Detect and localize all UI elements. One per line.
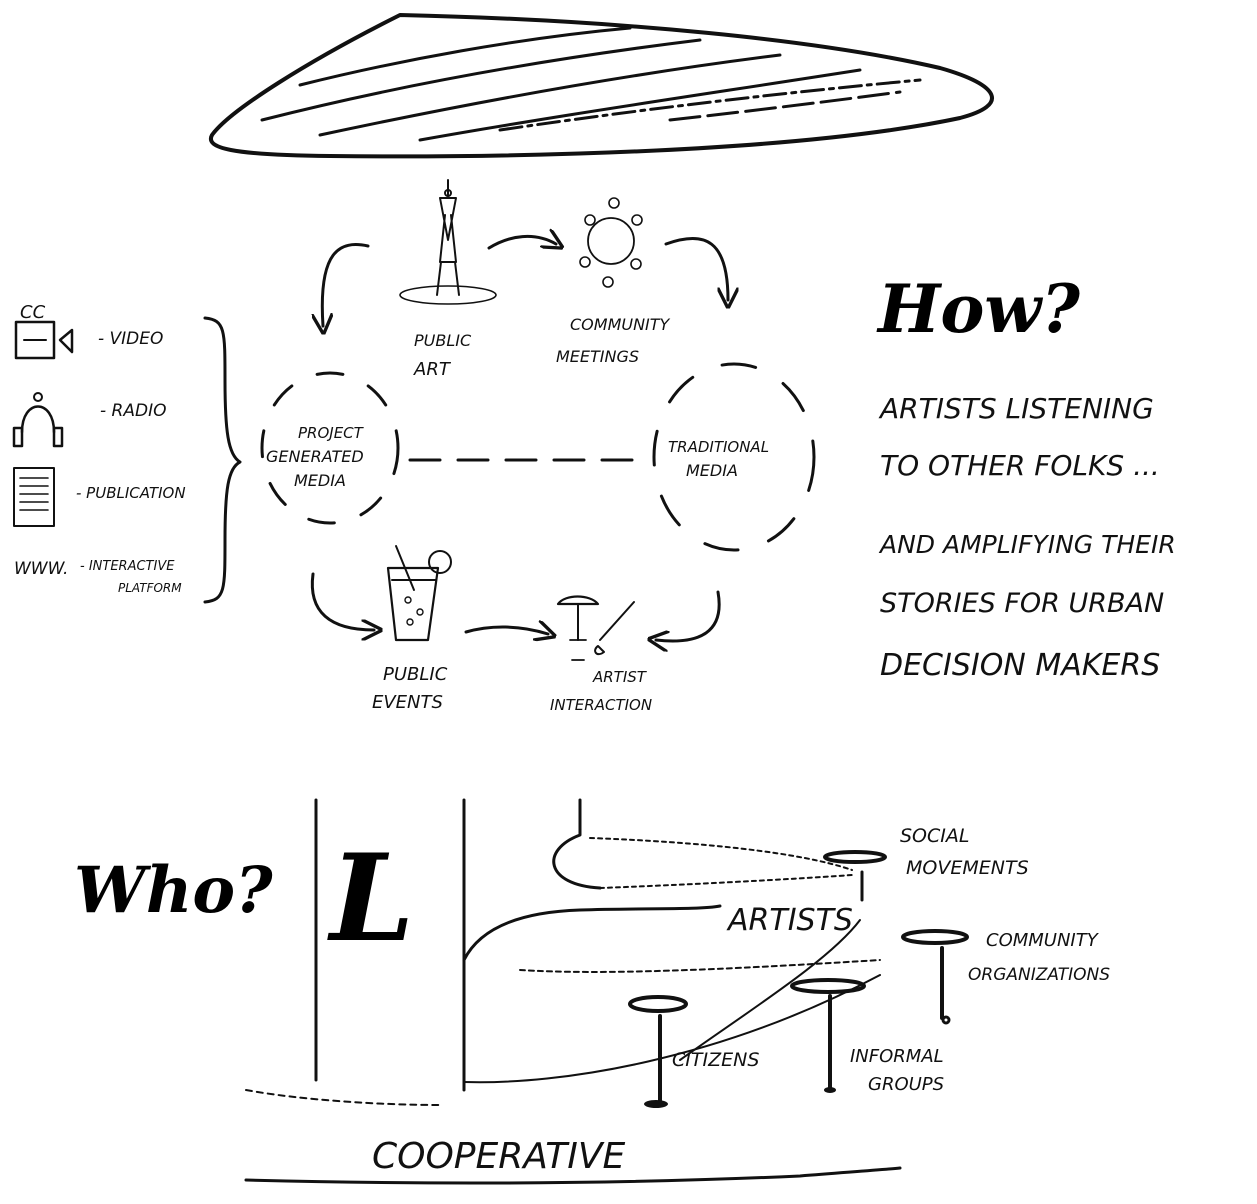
video-label: - VIDEO xyxy=(98,329,163,349)
svg-text:GENERATED: GENERATED xyxy=(266,447,364,466)
svg-text:PROJECT: PROJECT xyxy=(298,424,365,442)
how-heading: How? xyxy=(876,270,1081,348)
svg-text:COMMUNITY: COMMUNITY xyxy=(570,315,671,334)
radio-label: - RADIO xyxy=(100,401,166,421)
meeting-table-icon xyxy=(579,197,643,288)
public-art-node: PUBLIC ART xyxy=(399,179,497,380)
svg-text:MEDIA: MEDIA xyxy=(294,471,346,490)
svg-text:PUBLIC: PUBLIC xyxy=(414,331,472,350)
cycle-arrows xyxy=(310,236,728,641)
svg-text:INTERACTION: INTERACTION xyxy=(550,696,652,714)
painter-icon xyxy=(556,595,635,661)
svg-text:PUBLIC: PUBLIC xyxy=(383,664,448,685)
svg-text:EVENTS: EVENTS xyxy=(372,692,443,713)
project-media-node: PROJECT GENERATED MEDIA xyxy=(260,371,400,525)
social-movements-stool xyxy=(823,850,887,902)
how-line-3: AND AMPLIFYING THEIR xyxy=(878,530,1176,559)
community-orgs-label-2: ORGANIZATIONS xyxy=(968,965,1110,985)
platform-label: PLATFORM xyxy=(118,581,182,595)
community-meetings-node: COMMUNITY MEETINGS xyxy=(556,197,671,366)
building-structure: L xyxy=(244,798,902,1185)
citizens-label: CITIZENS xyxy=(672,1049,759,1071)
www-label: WWW. xyxy=(14,559,68,579)
video-camera-icon: CC xyxy=(14,302,74,360)
community-orgs-stool xyxy=(901,929,969,1025)
informal-groups-stool xyxy=(790,978,866,1093)
interactive-label: - INTERACTIVE xyxy=(80,559,175,574)
social-movements-label-2: MOVEMENTS xyxy=(906,857,1029,879)
how-description: ARTISTS LISTENING TO OTHER FOLKS ... AND… xyxy=(878,392,1176,683)
informal-groups-label-2: GROUPS xyxy=(868,1074,944,1095)
who-heading: Who? xyxy=(74,853,273,928)
headphones-icon xyxy=(12,392,64,448)
svg-text:CC: CC xyxy=(20,302,46,323)
cocktail-glass-icon xyxy=(386,545,452,642)
social-movements-label-1: SOCIAL xyxy=(900,825,969,847)
grouping-brace xyxy=(203,316,242,604)
cloud-sketch xyxy=(208,13,994,159)
document-icon xyxy=(13,467,55,527)
cooperative-label: COOPERATIVE xyxy=(372,1136,626,1177)
svg-text:ARTIST: ARTIST xyxy=(592,668,648,686)
community-orgs-label-1: COMMUNITY xyxy=(986,930,1100,951)
artists-label: ARTISTS xyxy=(726,903,853,938)
logo-letter: L xyxy=(327,828,414,969)
publication-label: - PUBLICATION xyxy=(76,484,186,502)
how-line-1: ARTISTS LISTENING xyxy=(878,392,1154,425)
svg-text:MEDIA: MEDIA xyxy=(686,461,738,480)
media-types-list: CC - VIDEO - RADIO - PUBLICATION WWW. - … xyxy=(12,302,242,604)
statue-icon xyxy=(399,179,497,305)
public-events-node: PUBLIC EVENTS xyxy=(372,545,452,713)
svg-text:ART: ART xyxy=(413,359,452,380)
informal-groups-label-1: INFORMAL xyxy=(850,1046,944,1067)
how-line-5: DECISION MAKERS xyxy=(880,648,1160,683)
svg-text:TRADITIONAL: TRADITIONAL xyxy=(668,438,769,456)
svg-text:MEETINGS: MEETINGS xyxy=(556,347,639,366)
traditional-media-node: TRADITIONAL MEDIA xyxy=(652,362,816,552)
how-line-4: STORIES FOR URBAN xyxy=(880,588,1164,619)
artist-interaction-node: ARTIST INTERACTION xyxy=(550,595,652,714)
citizens-stool xyxy=(628,995,688,1108)
how-line-2: TO OTHER FOLKS ... xyxy=(880,449,1160,482)
